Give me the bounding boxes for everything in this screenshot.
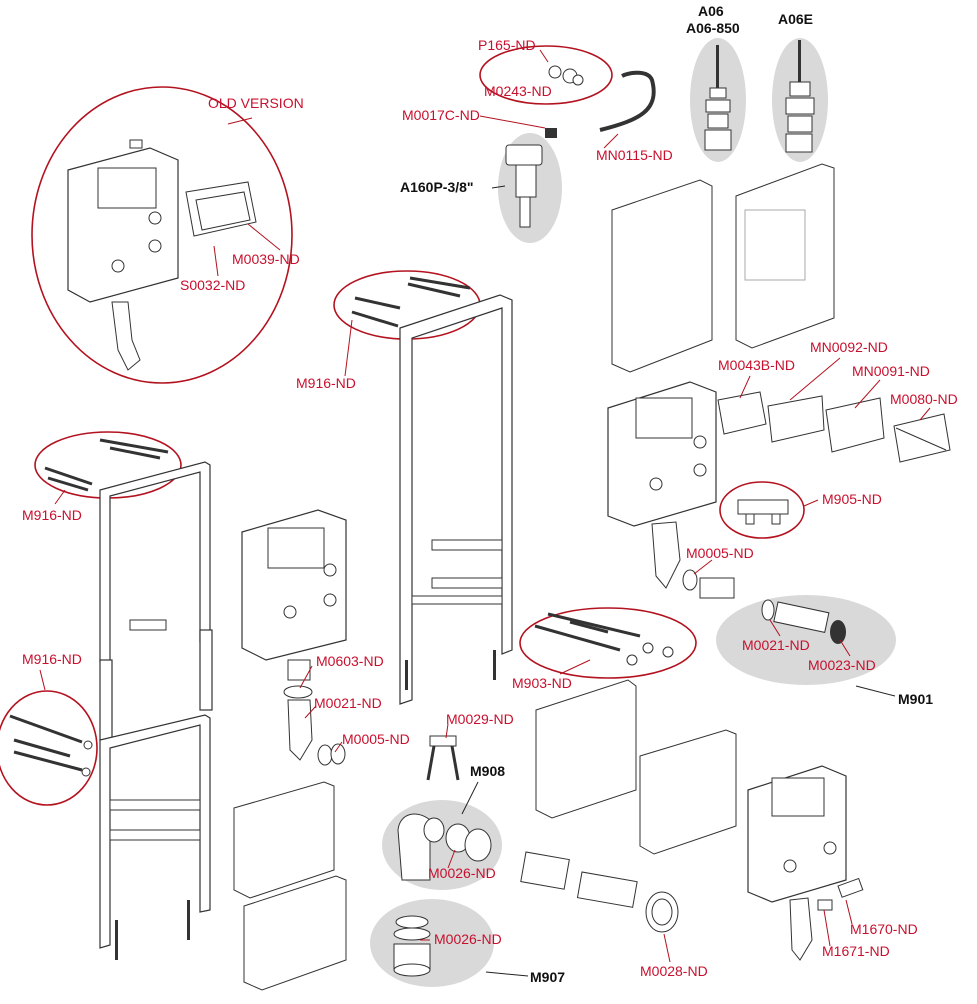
m916-low-leader <box>39 669 46 691</box>
label-m0603: M0603-ND <box>316 653 384 669</box>
label-old-version: OLD VERSION <box>208 95 304 111</box>
label-m0028: M0028-ND <box>640 963 708 979</box>
label-m0005-right: M0005-ND <box>686 545 754 561</box>
right-top-covers <box>611 163 835 373</box>
p165-ring <box>479 45 613 105</box>
m0028-leader <box>663 933 671 963</box>
label-m0023: M0023-ND <box>808 657 876 673</box>
m907-leader <box>485 971 529 977</box>
tall-frame <box>399 294 513 705</box>
label-m908: M908 <box>470 763 505 779</box>
a160p-leader <box>491 185 506 189</box>
label-m0017c: M0017C-ND <box>402 107 480 123</box>
label-m905: M905-ND <box>822 491 882 507</box>
m905-ring <box>719 481 805 539</box>
lower-pipes <box>520 851 679 933</box>
label-m0005-left: M0005-ND <box>342 731 410 747</box>
right-top-cistern <box>607 381 735 599</box>
a06-valve <box>704 45 732 151</box>
m1671-leader <box>823 909 831 947</box>
a160p-fill-valve <box>505 128 557 228</box>
label-m0026-a: M0026-ND <box>428 865 496 881</box>
m908-bend <box>397 813 492 881</box>
mn0115-leader <box>603 133 619 149</box>
m916-mid-leader <box>54 489 66 505</box>
label-m916-low: M916-ND <box>22 651 82 667</box>
m0080-leader <box>919 407 931 421</box>
label-m0029: M0029-ND <box>446 711 514 727</box>
old-version-leader <box>227 117 253 125</box>
label-mn0115: MN0115-ND <box>596 147 673 163</box>
old-version-cistern <box>67 139 179 371</box>
m901-pipe <box>761 599 846 644</box>
m0603-leader <box>299 665 313 689</box>
m916-top-leader <box>344 319 353 377</box>
m908-leader <box>461 781 479 815</box>
label-m907: M907 <box>530 969 565 985</box>
m0017c-leader <box>479 115 546 129</box>
label-m901: M901 <box>898 691 933 707</box>
mn0091-leader <box>854 379 881 409</box>
m905-bracket <box>737 499 789 525</box>
lower-centre-covers <box>233 679 737 991</box>
m0005-left-leader <box>334 741 343 753</box>
label-m0039: M0039-ND <box>232 251 300 267</box>
m0029-clamp <box>426 735 460 781</box>
label-a06e: A06E <box>778 11 813 27</box>
p165-parts <box>548 65 584 86</box>
m0043b-leader <box>739 375 751 399</box>
m903-leader <box>559 659 591 675</box>
label-mn0091: MN0091-ND <box>852 363 930 379</box>
right-top-frames <box>717 391 951 463</box>
m0021-right-leader <box>769 619 781 637</box>
m0005-right-leader <box>693 559 713 575</box>
m903-bolts <box>534 612 674 666</box>
label-m1670: M1670-ND <box>850 921 918 937</box>
label-m0026-b: M0026-ND <box>434 931 502 947</box>
m0039-leader <box>247 223 281 251</box>
label-a160p: A160P-3/8" <box>400 179 474 195</box>
m1670-leader <box>845 899 853 925</box>
label-a06: A06 <box>698 3 724 19</box>
m0029-leader <box>445 723 449 739</box>
s0032-leader <box>213 245 219 277</box>
label-m1671: M1671-ND <box>822 943 890 959</box>
m0021-left-leader <box>304 705 317 719</box>
a06e-valve <box>785 40 815 153</box>
label-m0080: M0080-ND <box>890 391 958 407</box>
label-m0043b: M0043B-ND <box>718 357 795 373</box>
label-p165: P165-ND <box>478 37 536 53</box>
m907-connector <box>393 915 431 977</box>
m916-mid-bolts <box>44 438 169 492</box>
m916-low-ring <box>0 690 98 806</box>
mn0092-leader <box>789 357 841 401</box>
label-m916-mid: M916-ND <box>22 507 82 523</box>
centre-cistern <box>241 509 347 766</box>
m916-top-bolts <box>351 276 471 328</box>
m903-ring <box>519 607 697 679</box>
mn0115-hose <box>599 70 656 132</box>
old-version-ring <box>31 86 293 384</box>
m0026-a-leader <box>447 849 456 869</box>
label-s0032: S0032-ND <box>180 277 245 293</box>
label-m0021-right: M0021-ND <box>742 637 810 653</box>
label-a06-850: A06-850 <box>686 20 740 36</box>
m0023-leader <box>839 639 851 657</box>
label-mn0092: MN0092-ND <box>810 339 888 355</box>
lower-right-cistern <box>747 765 864 961</box>
label-m916-top: M916-ND <box>296 375 356 391</box>
left-frame <box>99 461 213 960</box>
m916-low-bolts <box>9 714 93 777</box>
m0039-frame <box>185 181 257 237</box>
label-m0243: M0243-ND <box>484 83 552 99</box>
m901-highlight <box>716 595 896 685</box>
label-m0021-left: M0021-ND <box>314 695 382 711</box>
m905-leader <box>803 499 819 507</box>
m901-leader <box>855 685 896 697</box>
p165-leader <box>539 49 549 63</box>
label-m903: M903-ND <box>512 675 572 691</box>
